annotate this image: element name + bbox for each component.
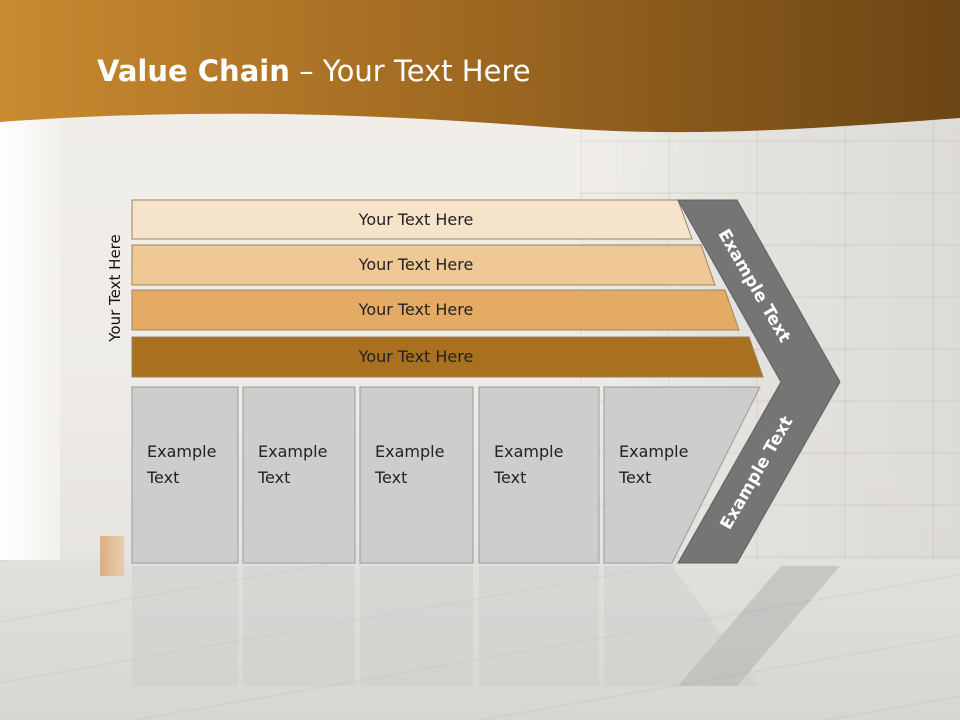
- box-label-line1: Example: [619, 442, 689, 461]
- box-label-line1: Example: [494, 442, 564, 461]
- slide-title: Value Chain – Your Text Here: [97, 54, 531, 88]
- reflection: [130, 566, 850, 686]
- box-label-line2: Text: [375, 468, 408, 487]
- slide-title-rest: – Your Text Here: [289, 54, 531, 88]
- header-band: [0, 0, 960, 133]
- bar-label-2: Your Text Here: [358, 255, 474, 274]
- side-label-text: Your Text Here: [106, 234, 124, 342]
- box-label-line1: Example: [258, 442, 328, 461]
- background-floor: [0, 560, 960, 720]
- bar-label-4: Your Text Here: [358, 347, 474, 366]
- background-window: [0, 120, 60, 580]
- bar-label-3: Your Text Here: [358, 300, 474, 319]
- box-label-line1: Example: [375, 442, 445, 461]
- bar-label-1: Your Text Here: [358, 209, 474, 229]
- box-label-line2: Text: [494, 468, 527, 487]
- slide-title-bold: Value Chain: [97, 54, 290, 88]
- box-label-line2: Text: [258, 468, 291, 487]
- box-label-line1: Example: [147, 442, 217, 461]
- box-label-line2: Text: [147, 468, 180, 487]
- background-lamp: [100, 536, 124, 576]
- box-label-line2: Text: [619, 468, 652, 487]
